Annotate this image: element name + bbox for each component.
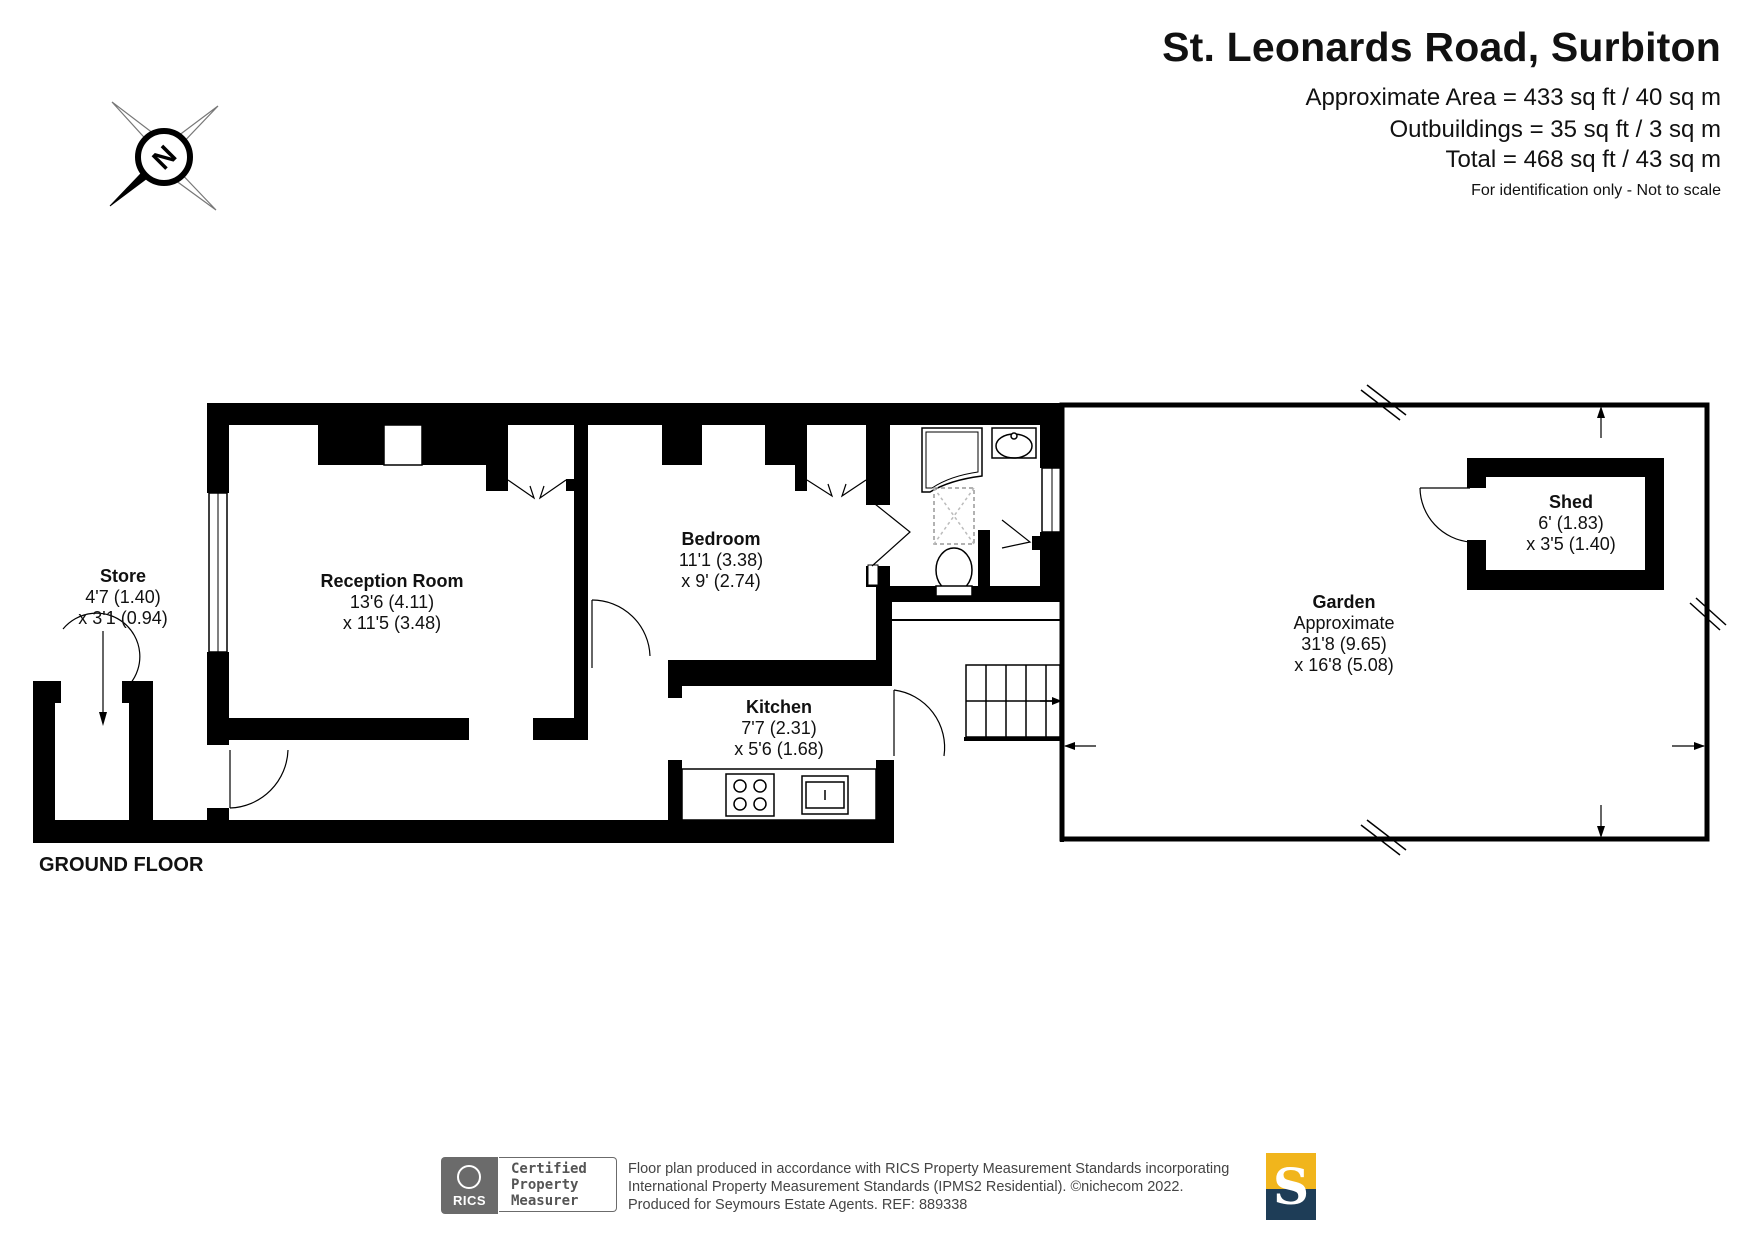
room-dimension: 7'7 (2.31)	[741, 718, 817, 738]
room-dimension: x 5'6 (1.68)	[734, 739, 824, 759]
rics-logo: RICS	[441, 1157, 498, 1214]
room-name: Kitchen	[745, 697, 813, 717]
agent-logo: S	[1266, 1153, 1316, 1220]
room-dimension: x 11'5 (3.48)	[342, 613, 442, 633]
room-dimension: 11'1 (3.38)	[678, 550, 764, 570]
credit-line: Produced for Seymours Estate Agents. REF…	[628, 1197, 968, 1213]
room-dimension: x 3'5 (1.40)	[1526, 534, 1616, 554]
approximate-area: Approximate Area = 433 sq ft / 40 sq m	[1305, 84, 1721, 111]
rics-label: RICS	[452, 1193, 487, 1208]
store-outline	[33, 612, 153, 843]
compass-north-icon: N	[109, 101, 219, 211]
room-subtitle: Approximate	[1293, 613, 1395, 633]
rics-seal-icon	[457, 1165, 481, 1189]
room-garden: Garden Approximate 31'8 (9.65) x 16'8 (5…	[1293, 592, 1394, 676]
credit-line: International Property Measurement Stand…	[628, 1179, 1184, 1195]
room-dimension: 4'7 (1.40)	[85, 587, 161, 607]
room-dimension: x 16'8 (5.08)	[1294, 655, 1394, 675]
room-kitchen: Kitchen 7'7 (2.31) x 5'6 (1.68)	[734, 697, 823, 760]
room-dimension: x 3'1 (0.94)	[78, 608, 168, 628]
outbuildings-area: Outbuildings = 35 sq ft / 3 sq m	[1389, 116, 1721, 143]
total-area: Total = 468 sq ft / 43 sq m	[1445, 146, 1721, 173]
room-bedroom: Bedroom 11'1 (3.38) x 9' (2.74)	[679, 529, 763, 592]
certified-line: Property	[511, 1177, 579, 1193]
room-dimension: 6' (1.83)	[1538, 513, 1604, 533]
certified-line: Certified	[511, 1161, 587, 1177]
floor-label: GROUND FLOOR	[39, 854, 204, 876]
room-shed: Shed 6' (1.83) x 3'5 (1.40)	[1526, 492, 1615, 555]
room-name: Shed	[1548, 492, 1594, 512]
room-store: Store 4'7 (1.40) x 3'1 (0.94)	[78, 566, 167, 629]
credit-line: Floor plan produced in accordance with R…	[628, 1161, 1230, 1177]
scale-note: For identification only - Not to scale	[1471, 182, 1721, 199]
room-name: Bedroom	[681, 529, 761, 549]
room-dimension: 13'6 (4.11)	[349, 592, 435, 612]
room-name: Reception Room	[320, 571, 464, 591]
room-reception: Reception Room 13'6 (4.11) x 11'5 (3.48)	[320, 571, 463, 634]
logo-letter: S	[1272, 1157, 1310, 1216]
building-walls	[33, 403, 1064, 843]
room-dimension: x 9' (2.74)	[681, 571, 761, 591]
certified-line: Measurer	[511, 1193, 579, 1209]
room-name: Store	[99, 566, 147, 586]
credit-text: Floor plan produced in accordance with R…	[628, 1160, 1229, 1214]
certified-measurer-badge: Certified Property Measurer	[499, 1157, 617, 1212]
property-title: St. Leonards Road, Surbiton	[1162, 24, 1721, 70]
room-dimension: 31'8 (9.65)	[1301, 634, 1387, 654]
room-name: Garden	[1312, 592, 1376, 612]
